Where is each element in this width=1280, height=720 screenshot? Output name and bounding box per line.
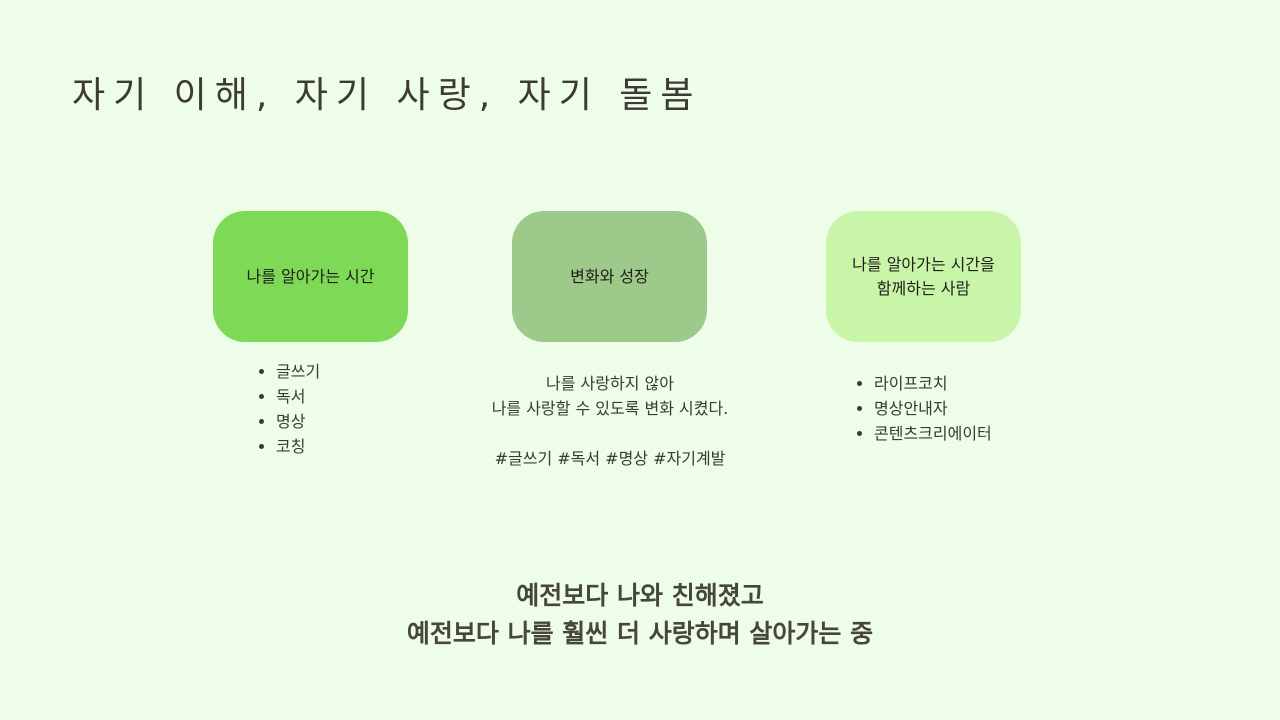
box-label-group: 나를 알아가는 시간을 함께하는 사람 <box>852 253 995 301</box>
growth-text-line-1: 나를 사랑하지 않아 <box>546 374 674 393</box>
page-title: 자기 이해, 자기 사랑, 자기 돌봄 <box>72 75 702 116</box>
box-label: 변화와 성장 <box>570 266 649 286</box>
growth-text-line-2: 나를 사랑할 수 있도록 변화 시켰다. <box>491 399 729 418</box>
growth-hashtags: #글쓰기 #독서 #명상 #자기계발 <box>494 449 726 468</box>
list-item: 라이프코치 <box>874 371 992 396</box>
closing-line-1: 예전보다 나와 친해졌고 <box>516 581 764 610</box>
self-discovery-list: 글쓰기 독서 명상 코칭 <box>258 359 320 459</box>
companion-list: 라이프코치 명상안내자 콘텐츠크리에이터 <box>856 371 992 446</box>
box-label: 나를 알아가는 시간 <box>246 266 375 286</box>
list-item: 글쓰기 <box>276 359 320 384</box>
list-item: 독서 <box>276 384 320 409</box>
box-self-discovery: 나를 알아가는 시간 <box>213 211 408 342</box>
box-label-line: 함께하는 사람 <box>876 278 971 298</box>
list-item: 명상안내자 <box>874 396 992 421</box>
list-item: 명상 <box>276 409 320 434</box>
list-item: 코칭 <box>276 434 320 459</box>
box-label-line: 나를 알아가는 시간을 <box>852 254 995 274</box>
closing-line-2: 예전보다 나를 훨씬 더 사랑하며 살아가는 중 <box>406 619 874 648</box>
list-item: 콘텐츠크리에이터 <box>874 421 992 446</box>
box-change-growth: 변화와 성장 <box>512 211 707 342</box>
box-companion: 나를 알아가는 시간을 함께하는 사람 <box>826 211 1021 342</box>
